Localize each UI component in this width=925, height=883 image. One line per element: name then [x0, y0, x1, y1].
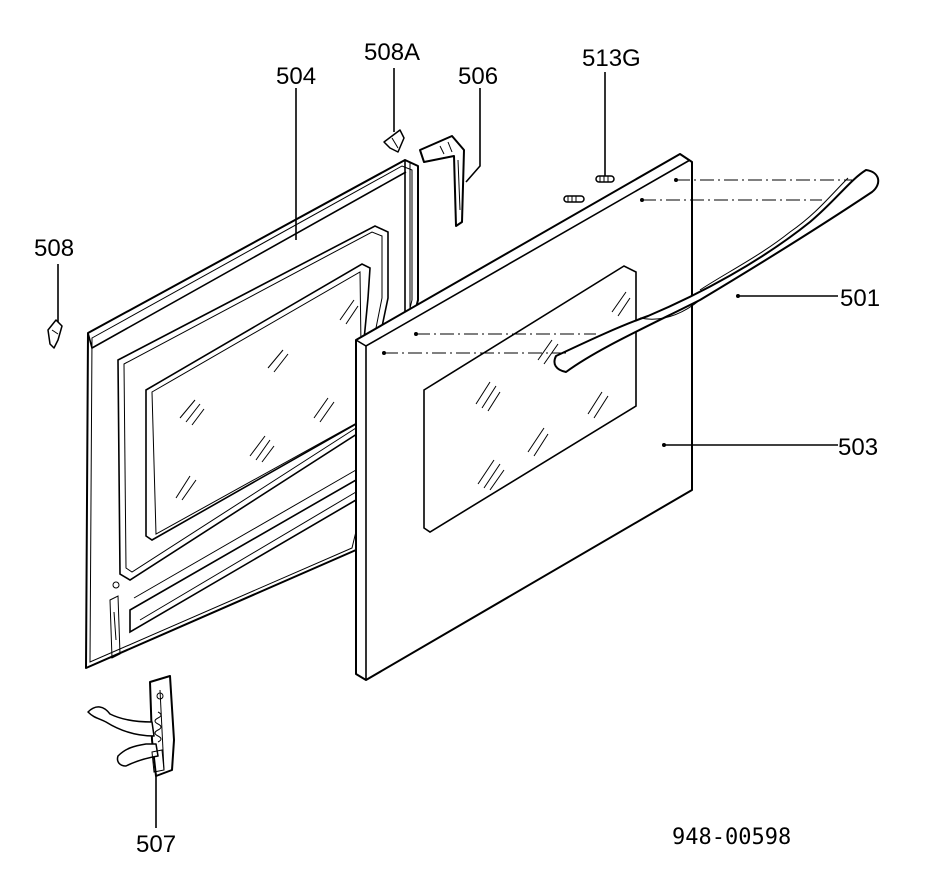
door-handle-501: [553, 169, 880, 373]
label-504: 504: [276, 63, 316, 90]
seal-bracket-506: [419, 135, 465, 227]
label-501: 501: [840, 285, 880, 312]
label-503: 503: [838, 434, 878, 461]
drawing-number: 948-00598: [672, 825, 791, 850]
screws-513g: [563, 175, 615, 203]
clip-508a: [383, 129, 405, 153]
outer-door-glass-503: [355, 153, 693, 681]
label-506: 506: [458, 63, 498, 90]
alignment-lines: [384, 179, 852, 354]
label-508a: 508A: [364, 39, 420, 66]
hinge-507: [87, 675, 175, 777]
leader-lines: [57, 68, 838, 828]
label-507: 507: [136, 831, 176, 858]
label-513g: 513G: [582, 45, 641, 72]
clip-508: [47, 319, 63, 349]
label-508: 508: [34, 235, 74, 262]
inner-door-panel: [85, 159, 419, 669]
part-labels: 504 508A 506 513G 508 501 503 507 948-00…: [34, 39, 880, 858]
